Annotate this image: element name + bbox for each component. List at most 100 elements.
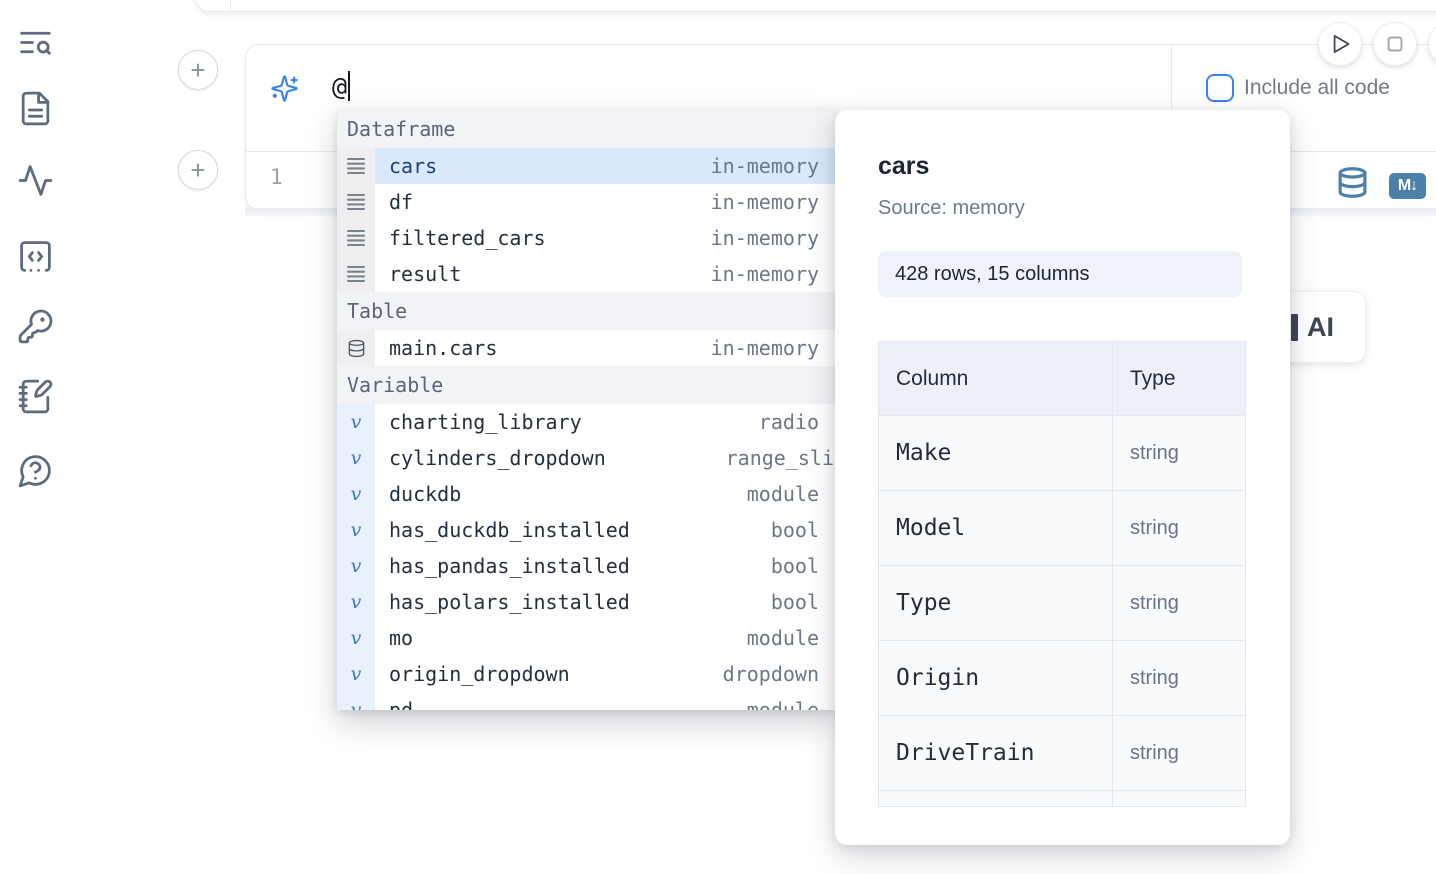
add-cell-button-top[interactable]: +: [178, 50, 218, 90]
variable-icon: v: [337, 620, 375, 656]
schema-table-row: Make string: [879, 415, 1245, 490]
item-name: charting_library: [389, 410, 582, 434]
preview-source: Source: memory: [878, 197, 1025, 219]
database-icon[interactable]: [1336, 166, 1369, 200]
schema-table-row: Model string: [879, 490, 1245, 565]
ai-prompt-input[interactable]: @: [332, 71, 351, 101]
preview-title: cars: [878, 152, 930, 180]
include-all-code-label: Include all code: [1244, 76, 1390, 99]
schema-table-row: Origin string: [879, 640, 1245, 715]
dataframe-preview-popover: cars Source: memory 428 rows, 15 columns…: [835, 110, 1290, 845]
notebook-pen-icon[interactable]: [17, 376, 57, 416]
item-type: module: [746, 626, 819, 650]
item-name: result: [389, 262, 462, 286]
code-snippet-icon[interactable]: [17, 236, 57, 276]
column-name: Origin: [896, 665, 980, 691]
item-name: duckdb: [389, 482, 462, 506]
markdown-icon[interactable]: M↓: [1389, 173, 1426, 199]
activity-icon[interactable]: [17, 160, 57, 200]
autocomplete-item[interactable]: df in-memory: [337, 184, 835, 220]
item-type: range_sli: [725, 446, 834, 470]
list-search-icon[interactable]: [17, 22, 57, 62]
column-name: Model: [896, 515, 966, 541]
schema-table-row: Type string: [879, 565, 1245, 640]
variable-icon: v: [337, 404, 375, 440]
column-type: string: [1130, 741, 1179, 764]
column-type: string: [1130, 441, 1179, 464]
item-type: module: [746, 482, 819, 506]
autocomplete-section-header: Table: [337, 292, 835, 330]
item-name: cylinders_dropdown: [389, 446, 606, 470]
item-name: cars: [389, 154, 438, 178]
item-type: radio: [758, 410, 819, 434]
item-name: mo: [389, 626, 414, 650]
column-type: string: [1130, 666, 1179, 689]
item-name: origin_dropdown: [389, 662, 570, 686]
autocomplete-item[interactable]: filtered_cars in-memory: [337, 220, 835, 256]
dataframe-icon: [337, 148, 375, 184]
variable-icon: v: [337, 584, 375, 620]
variable-icon: v: [337, 512, 375, 548]
item-type: in-memory: [710, 190, 819, 214]
item-type: in-memory: [710, 336, 819, 360]
item-name: has_polars_installed: [389, 590, 630, 614]
include-all-code-checkbox[interactable]: [1206, 74, 1234, 102]
column-header: Column: [879, 342, 1113, 415]
clipped-letter: [1291, 313, 1298, 341]
stop-icon: [1387, 36, 1403, 52]
dataframe-icon: [337, 220, 375, 256]
help-chat-icon[interactable]: [17, 450, 57, 490]
schema-table-header: Column Type: [879, 342, 1245, 415]
stop-cell-button[interactable]: [1373, 22, 1417, 66]
add-cell-button-bottom[interactable]: +: [178, 150, 218, 190]
item-type: bool: [770, 590, 819, 614]
file-text-icon[interactable]: [17, 88, 57, 128]
item-name: has_pandas_installed: [389, 554, 630, 578]
column-type: string: [1130, 516, 1179, 539]
item-name: has_duckdb_installed: [389, 518, 630, 542]
variable-icon: v: [337, 476, 375, 512]
column-name: DriveTrain: [896, 740, 1035, 766]
autocomplete-section-header: Variable: [337, 366, 835, 404]
section-divider: [1171, 45, 1172, 151]
item-name: filtered_cars: [389, 226, 546, 250]
item-name: df: [389, 190, 414, 214]
autocomplete-item[interactable]: result in-memory: [337, 256, 835, 292]
item-type: in-memory: [710, 262, 819, 286]
autocomplete-item[interactable]: cars in-memory: [337, 148, 835, 184]
column-name: Make: [896, 440, 952, 466]
item-type: in-memory: [710, 226, 819, 250]
item-type: bool: [770, 554, 819, 578]
autocomplete-item[interactable]: v has_polars_installed bool: [337, 584, 835, 620]
item-type: in-memory: [710, 154, 819, 178]
schema-table-row-partial: [879, 790, 1245, 806]
autocomplete-item[interactable]: v cylinders_dropdown range_sli: [337, 440, 835, 476]
text-cursor: [348, 71, 351, 101]
autocomplete-item[interactable]: main.cars in-memory: [337, 330, 835, 366]
key-icon[interactable]: [17, 306, 57, 346]
type-header: Type: [1130, 366, 1176, 390]
variable-icon: v: [337, 440, 375, 476]
column-type: string: [1130, 591, 1179, 614]
run-cell-button[interactable]: [1318, 22, 1362, 66]
play-icon: [1333, 35, 1350, 53]
autocomplete-item[interactable]: v charting_library radio: [337, 404, 835, 440]
item-name: pd: [389, 698, 414, 710]
schema-table-row: DriveTrain string: [879, 715, 1245, 790]
item-name: main.cars: [389, 336, 498, 360]
table-icon: [337, 330, 375, 366]
previous-cell-divider: [230, 0, 231, 10]
code-editor-section[interactable]: 1 M↓: [246, 152, 1436, 209]
item-type: module: [746, 698, 819, 710]
column-name: Type: [896, 590, 952, 616]
sparkles-icon: [270, 74, 299, 103]
